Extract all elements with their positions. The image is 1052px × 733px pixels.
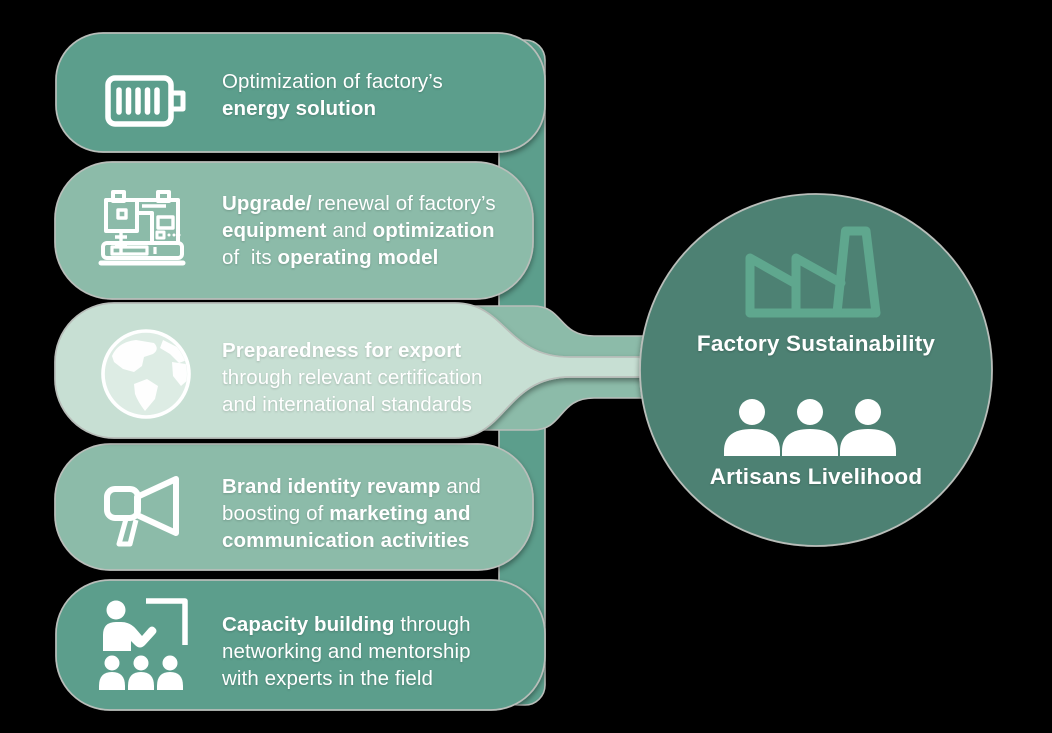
card-equipment-line-3: of its operating model [222, 246, 439, 269]
card-brand-text: Brand identity revamp and boosting of ma… [222, 473, 481, 554]
card-capacity-line-3: with experts in the field [222, 667, 434, 690]
artisans-livelihood-label: Artisans Livelihood [709, 464, 923, 489]
card-equipment-line-2: equipment and optimization [222, 219, 495, 242]
card-export-text: Preparedness for export through relevant… [222, 337, 483, 418]
card-energy-line-1: Optimization of factory’s [222, 70, 443, 93]
card-brand-shape [54, 443, 534, 571]
funnel-outer-outline [470, 305, 662, 431]
card-brand-line-3: communication activities [222, 529, 470, 552]
card-capacity-text: Capacity building through networking and… [222, 611, 471, 692]
card-brand-line-2: boosting of marketing and [222, 502, 471, 525]
card-export-line-2: through relevant certification [222, 366, 483, 389]
people-icon [724, 399, 896, 456]
megaphone-icon [104, 476, 179, 547]
card-brand-line-1: Brand identity revamp and [222, 475, 481, 498]
card-export-line-1: Preparedness for export [222, 339, 462, 362]
card-capacity-line-2: networking and mentorship [222, 640, 471, 663]
card-equipment-line-1: Upgrade/ renewal of factory’s [222, 192, 496, 215]
globe-icon [101, 329, 191, 419]
card-export-line-3: and international standards [222, 393, 473, 416]
card-energy-text: Optimization of factory’s energy solutio… [222, 68, 443, 122]
training-icon [99, 598, 188, 690]
sewing-machine-icon [98, 190, 186, 266]
card-export-shape [54, 302, 661, 439]
card-capacity-line-1: Capacity building through [222, 613, 471, 636]
card-energy-shape [55, 32, 546, 153]
card-energy-line-2: energy solution [222, 97, 377, 120]
battery-icon [105, 75, 186, 127]
goal-circle-shape [639, 193, 993, 547]
factory-sustainability-label: Factory Sustainability [696, 331, 936, 356]
factory-icon [745, 226, 881, 318]
card-equipment-text: Upgrade/ renewal of factory’s equipment … [222, 190, 496, 271]
